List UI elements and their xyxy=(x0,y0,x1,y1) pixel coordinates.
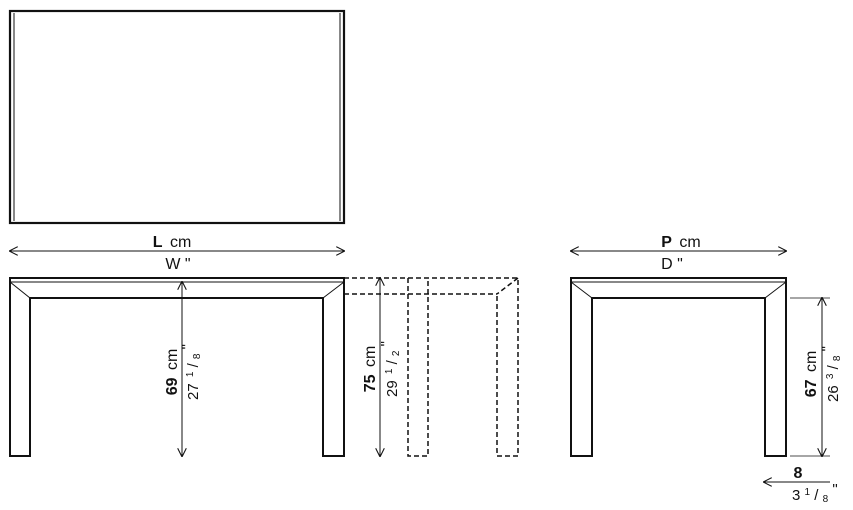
svg-text:26 3 / 8: 26 3 / 8 " xyxy=(819,346,844,402)
svg-text:29 1 / 2: 29 1 / 2 " xyxy=(378,341,403,397)
height-75-inch-mark: " xyxy=(378,341,395,346)
length-unit: cm xyxy=(170,234,191,251)
height-67-inch-den: 8 xyxy=(832,355,843,361)
height-75-dimension: 75 cm 29 1 / 2 " xyxy=(362,278,403,456)
length-symbol: L xyxy=(153,234,163,251)
leg-width-inch-den: 8 xyxy=(823,494,829,505)
svg-text:P cm: P cm xyxy=(661,234,700,251)
leg-width-inch-whole: 3 xyxy=(792,487,800,504)
depth-unit: cm xyxy=(679,234,700,251)
height-67-unit: cm xyxy=(803,351,820,372)
leg-width-inch-num: 1 xyxy=(805,487,811,498)
height-69-dimension: 69 cm 27 1 / 8 " xyxy=(164,282,204,456)
height-69-unit: cm xyxy=(164,349,181,370)
height-75-value: 75 xyxy=(362,374,379,392)
height-67-inch-whole: 26 xyxy=(825,385,842,402)
svg-text:75 cm: 75 cm xyxy=(362,346,379,393)
height-67-inch-num: 3 xyxy=(825,373,836,379)
height-69-inch-mark: " xyxy=(179,344,196,349)
width-imperial-label: W " xyxy=(165,256,190,273)
length-dimension: L cm W " xyxy=(10,234,344,273)
depth-imperial-label: D " xyxy=(661,256,683,273)
front-elevation xyxy=(9,277,345,457)
svg-text:L cm: L cm xyxy=(153,234,192,251)
height-75-inch-whole: 29 xyxy=(384,380,401,397)
height-67-inch-mark: " xyxy=(819,346,836,351)
height-69-inch-num: 1 xyxy=(185,371,196,377)
plan-view xyxy=(8,9,346,225)
depth-symbol: P xyxy=(661,234,672,251)
height-67-value: 67 xyxy=(803,379,820,397)
leg-width-inch-mark: " xyxy=(832,481,837,498)
depth-dimension: P cm D " xyxy=(571,234,786,273)
leg-width-dimension: 8 3 1 / 8 " xyxy=(764,465,838,506)
height-75-unit: cm xyxy=(362,346,379,367)
svg-text:67 cm: 67 cm xyxy=(803,351,820,398)
svg-text:3 1 / 8: 3 1 / 8 " xyxy=(792,481,838,506)
extension-leaf-outline xyxy=(344,277,519,457)
height-69-value: 69 xyxy=(164,377,181,395)
height-75-inch-num: 1 xyxy=(384,368,395,374)
leg-width-value: 8 xyxy=(794,465,803,482)
svg-text:27 1 / 8: 27 1 / 8 " xyxy=(179,344,204,400)
height-67-dimension: 67 cm 26 3 / 8 " xyxy=(790,298,844,456)
height-75-inch-den: 2 xyxy=(391,350,402,356)
side-elevation xyxy=(570,277,787,457)
height-69-inch-den: 8 xyxy=(192,353,203,359)
svg-text:69 cm: 69 cm xyxy=(164,349,181,396)
height-69-inch-whole: 27 xyxy=(185,383,202,400)
